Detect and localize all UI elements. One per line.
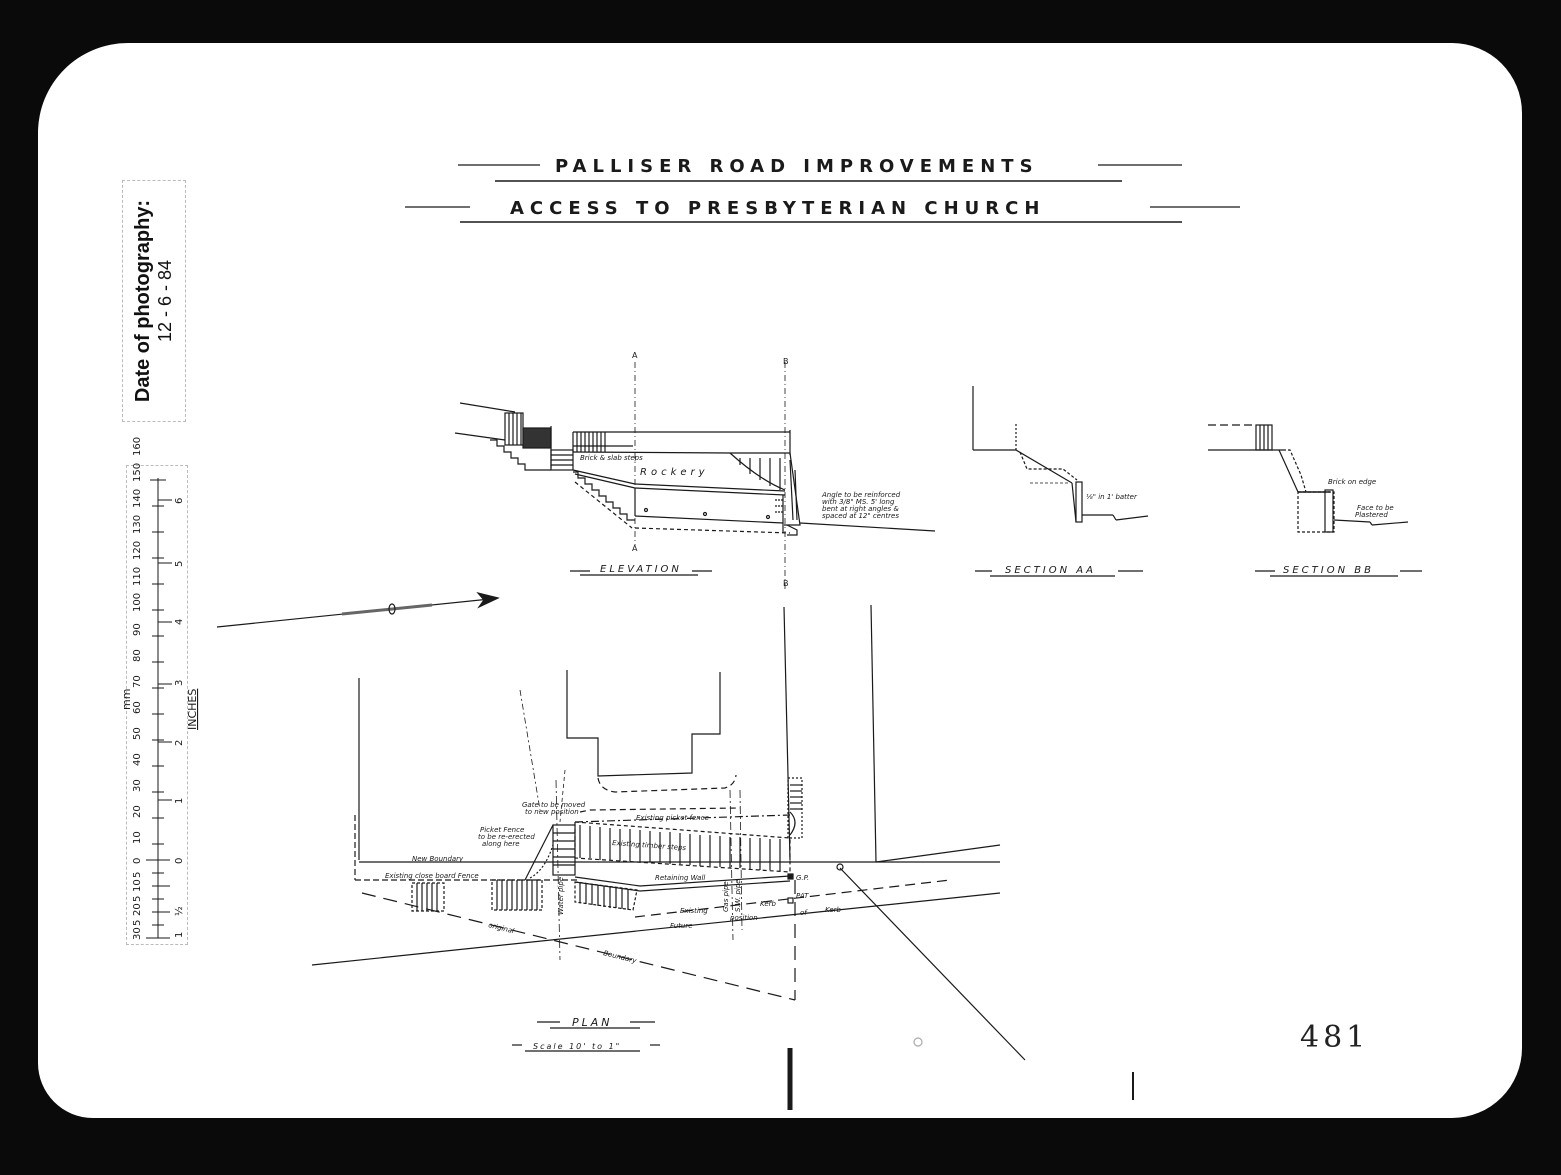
svg-text:20: 20 <box>132 805 143 818</box>
brick-on-edge-note: Brick on edge <box>1328 478 1376 486</box>
plan-view <box>311 604 1026 1061</box>
section-bb-view <box>1208 424 1422 577</box>
svg-text:5: 5 <box>132 920 143 926</box>
face-plastered-note-1: Face to be <box>1357 504 1394 512</box>
section-mark-b-bottom: B <box>783 579 789 588</box>
brick-steps-note: Brick & slab steps <box>580 454 643 462</box>
svg-text:0: 0 <box>132 858 143 864</box>
svg-text:5: 5 <box>174 561 185 567</box>
original-label: original <box>488 921 515 935</box>
svg-text:70: 70 <box>132 675 143 688</box>
svg-text:30: 30 <box>132 927 143 940</box>
picket-note-1: Picket Fence <box>480 826 524 834</box>
rockery-label: Rockery <box>640 467 709 478</box>
svg-text:130: 130 <box>132 515 143 534</box>
svg-text:160: 160 <box>132 437 143 456</box>
svg-text:20: 20 <box>132 903 143 916</box>
svg-text:50: 50 <box>132 727 143 740</box>
svg-text:½: ½ <box>173 906 185 916</box>
angle-note-1: Angle to be reinforced <box>821 491 901 499</box>
kerb-label: Kerb <box>760 900 777 908</box>
elevation-label: ELEVATION <box>600 564 682 575</box>
existing-kerb-label: Existing <box>680 907 708 915</box>
svg-text:3: 3 <box>174 680 185 686</box>
batter-note: ⅛" in 1' batter <box>1086 493 1138 501</box>
existing-fence-label: Existing close board Fence <box>385 872 479 880</box>
position-label: position <box>729 914 758 922</box>
retaining-wall-label: Retaining Wall <box>655 874 705 882</box>
svg-text:100: 100 <box>132 593 143 612</box>
kerb-2-label: Kerb <box>825 906 842 914</box>
title-block <box>405 164 1240 223</box>
new-boundary-label: New Boundary <box>412 855 464 863</box>
pat-marker-label: PAT <box>796 892 809 900</box>
svg-text:1: 1 <box>174 798 185 804</box>
plan-label: PLAN <box>572 1016 613 1029</box>
svg-text:90: 90 <box>132 623 143 636</box>
svg-text:140: 140 <box>132 489 143 508</box>
future-label: Future <box>670 922 693 930</box>
svg-text:40: 40 <box>132 753 143 766</box>
boundary-label: Boundary <box>603 949 638 965</box>
picket-note-2: to be re-erected <box>478 833 535 841</box>
svg-text:60: 60 <box>132 701 143 714</box>
svg-text:120: 120 <box>132 541 143 560</box>
angle-note-3: bent at right angles & <box>822 505 899 513</box>
elevation-view <box>454 362 936 590</box>
svg-text:1: 1 <box>174 932 185 938</box>
section-mark-a-top: A <box>632 351 638 360</box>
sheet-number: 481 <box>1300 1020 1370 1055</box>
gas-pipe-label: Gas pipe <box>722 881 730 912</box>
svg-text:4: 4 <box>174 619 185 625</box>
plan-scale-label: Scale 10' to 1" <box>533 1042 621 1051</box>
north-arrow <box>216 591 500 628</box>
existing-picket-label: Existing picket fence <box>636 814 709 822</box>
svg-text:10: 10 <box>132 831 143 844</box>
section-bb-label: SECTION BB <box>1283 565 1374 576</box>
photography-date-stamp: Date of photography: 12 - 6 - 84 <box>122 180 186 422</box>
picket-note-3: along here <box>482 840 520 848</box>
ruler-mm-unit: mm <box>120 689 133 710</box>
water-pipe-label: Water pipe <box>557 877 565 915</box>
title-line-2: ACCESS TO PRESBYTERIAN CHURCH <box>510 198 1045 219</box>
scale-ruler-box <box>126 465 188 945</box>
svg-text:30: 30 <box>132 779 143 792</box>
angle-note-4: spaced at 12" centres <box>822 512 899 520</box>
svg-text:5: 5 <box>132 896 143 902</box>
angle-note-2: with 3/8" MS. 5' long <box>822 498 895 506</box>
gp-marker-label: G.P. <box>796 874 809 882</box>
svg-text:80: 80 <box>132 649 143 662</box>
svg-text:5: 5 <box>132 872 143 878</box>
svg-text:0: 0 <box>174 858 185 864</box>
svg-text:150: 150 <box>132 463 143 482</box>
face-plastered-note-2: Plastered <box>1355 511 1388 519</box>
gate-note-1: Gate to be moved <box>522 801 586 809</box>
sw-pipe-label: S.W. pipe <box>734 879 742 912</box>
section-aa-view <box>972 386 1149 577</box>
svg-text:110: 110 <box>132 567 143 586</box>
ruler-inch-labels: 1 ½ 0 1 2 3 4 5 6 INCHES <box>173 498 199 938</box>
svg-text:2: 2 <box>174 740 185 746</box>
section-mark-b-top: B <box>783 357 789 366</box>
scale-ruler <box>146 478 172 939</box>
svg-text:6: 6 <box>174 498 185 504</box>
title-line-1: PALLISER ROAD IMPROVEMENTS <box>555 156 1039 177</box>
ruler-inches-unit: INCHES <box>186 689 199 730</box>
section-aa-label: SECTION AA <box>1005 565 1096 576</box>
timber-steps-label: Existing timber steps <box>612 839 687 852</box>
gate-note-2: to new position <box>525 808 579 816</box>
svg-text:10: 10 <box>132 879 143 892</box>
of-label: of <box>800 909 808 917</box>
section-mark-a-bottom: A <box>632 544 638 553</box>
